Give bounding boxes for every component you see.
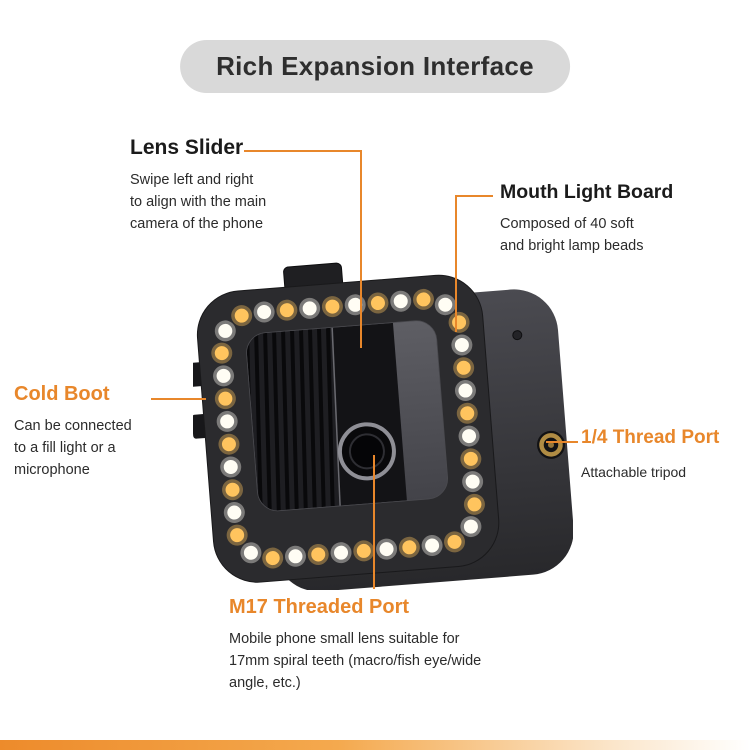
side-screw (512, 330, 523, 341)
led-ring (211, 288, 485, 569)
lens-slider-block (245, 327, 342, 512)
m17-threaded-hole (337, 422, 396, 481)
m17-threaded-port-description: Mobile phone small lens suitable for 17m… (229, 631, 482, 691)
mouth-light-connector-v (455, 195, 457, 332)
cold-boot-heading: Cold Boot (14, 383, 110, 405)
callout-lens-slider: Lens Slider Swipe left and right to alig… (130, 136, 266, 235)
m17-threaded-port-heading: M17 Threaded Port (229, 596, 410, 618)
mouth-light-board-heading: Mouth Light Board (500, 181, 674, 203)
mouth-light-connector-h (455, 195, 493, 197)
plate-highlight (331, 327, 341, 506)
footer-gradient-bar (0, 740, 750, 750)
callout-cold-boot: Cold Boot Can be connected to a fill lig… (14, 383, 132, 481)
cold-boot-connector-h (151, 398, 206, 400)
callout-mouth-light-board: Mouth Light Board Composed of 40 soft an… (500, 181, 673, 258)
lens-slider-connector-v (360, 150, 362, 348)
m17-connector-v (373, 455, 375, 589)
cold-boot-description: Can be connected to a fill light or a mi… (14, 418, 132, 478)
backplate (390, 319, 449, 501)
lens-slider-connector-h (244, 150, 362, 152)
quarter-thread-port-description: Attachable tripod (581, 464, 687, 480)
callout-quarter-thread-port: 1/4 Thread Port Attachable tripod (581, 427, 719, 483)
lens-slider-heading: Lens Slider (130, 136, 244, 159)
quarter-thread-port (536, 430, 565, 459)
lens-slider-description: Swipe left and right to align with the m… (130, 172, 267, 232)
callout-m17-threaded-port: M17 Threaded Port Mobile phone small len… (229, 596, 481, 694)
title-banner: Rich Expansion Interface (180, 40, 570, 93)
mouth-light-board-description: Composed of 40 soft and bright lamp bead… (500, 216, 644, 254)
thread-port-connector-h (546, 441, 578, 443)
quarter-thread-port-heading: 1/4 Thread Port (581, 427, 720, 448)
product-image (193, 262, 573, 590)
